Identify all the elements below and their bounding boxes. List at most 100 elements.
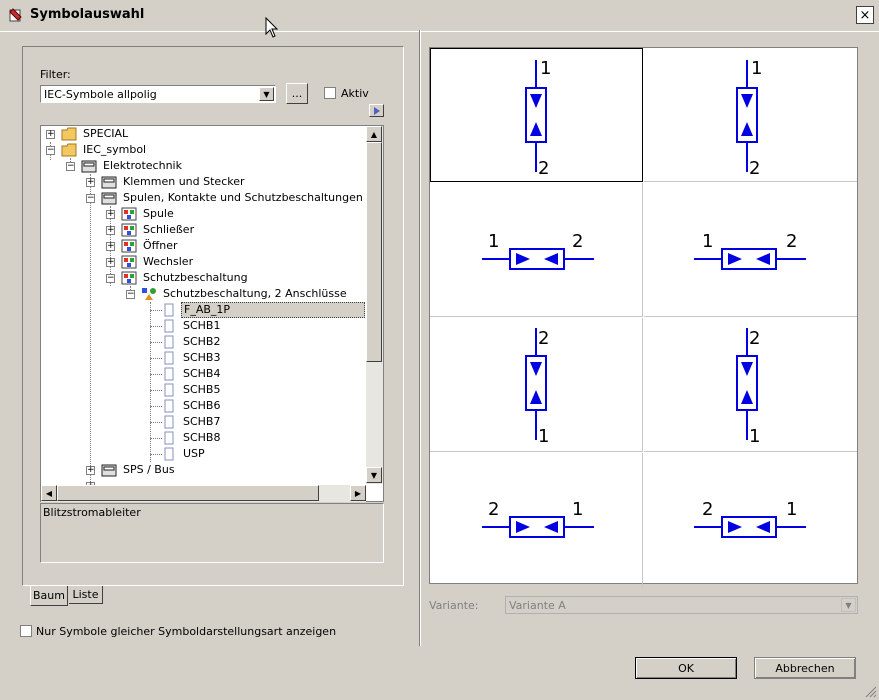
collapse-icon[interactable]: − (86, 193, 95, 203)
tab-liste[interactable]: Liste (69, 586, 103, 604)
surge-arrester-symbol: 1 2 (736, 58, 762, 179)
scroll-thumb[interactable] (57, 485, 319, 501)
close-icon: × (859, 7, 871, 23)
scroll-thumb[interactable] (366, 142, 382, 362)
browse-label: ... (291, 87, 303, 100)
expand-icon[interactable]: + (86, 465, 95, 475)
symbol-group-icon (121, 239, 137, 253)
same-symbol-label: Nur Symbole gleicher Symboldarstellungsa… (36, 625, 337, 638)
surge-arrester-symbol: 2 1 (525, 328, 549, 447)
scroll-right-icon[interactable]: ▶ (350, 485, 366, 501)
description-box: Blitzstromableiter (40, 503, 384, 563)
tree-item-label: Elektrotechnik (103, 159, 182, 172)
expand-icon[interactable]: + (106, 225, 115, 235)
tree-item-oeffner[interactable]: + Öffner (41, 238, 371, 254)
expand-icon[interactable]: + (86, 177, 95, 187)
tree-item-sps-bus[interactable]: + SPS / Bus (41, 462, 371, 478)
tree-item-spule[interactable]: + Spule (41, 206, 371, 222)
tree-item-label: Spulen, Kontakte und Schutzbeschaltungen (123, 191, 363, 204)
browse-button[interactable]: ... (286, 83, 308, 104)
symbol-cell[interactable]: 2 1 (644, 453, 857, 587)
expand-button[interactable] (369, 104, 384, 117)
tree-item-schliesser[interactable]: + Schließer (41, 222, 371, 238)
symbol-cell[interactable]: 1 2 (644, 48, 857, 182)
symbol-cell[interactable]: 1 2 (644, 183, 857, 317)
aktiv-checkbox[interactable] (324, 87, 336, 99)
symbol-icon (164, 447, 174, 461)
expand-icon[interactable]: + (106, 241, 115, 251)
terminal-label-b: 2 (786, 231, 797, 252)
symbol-icon (164, 431, 174, 445)
symbol-icon (164, 367, 174, 381)
filter-combo[interactable]: IEC-Symbole allpolig ▼ (40, 85, 276, 103)
terminal-label-a: 1 (488, 231, 499, 252)
tree-item-schb5[interactable]: SCHB5 (41, 382, 371, 398)
terminal-label-a: 2 (538, 328, 549, 349)
ok-button[interactable]: OK (635, 657, 737, 679)
scroll-up-icon[interactable]: ▲ (366, 126, 382, 142)
tree-item-label: SCHB4 (183, 367, 221, 380)
tree-item-label: SCHB8 (183, 431, 221, 444)
tree-item-schb7[interactable]: SCHB7 (41, 414, 371, 430)
tree-item-schb8[interactable]: SCHB8 (41, 430, 371, 446)
tree-item-label: Spule (143, 207, 174, 220)
collapse-icon[interactable]: − (46, 145, 55, 155)
tree-item-label: Öffner (143, 239, 178, 252)
expand-icon[interactable]: + (46, 129, 55, 139)
expand-icon[interactable]: + (106, 209, 115, 219)
symbol-icon (164, 335, 174, 349)
cabinet-icon (101, 464, 117, 477)
scroll-left-icon[interactable]: ◀ (41, 485, 57, 501)
terminal-label-a: 2 (702, 499, 713, 520)
tree-item-schutzbeschaltung-2[interactable]: − Schutzbeschaltung, 2 Anschlüsse (41, 286, 371, 302)
close-button[interactable]: × (856, 6, 874, 24)
tree-item-schb4[interactable]: SCHB4 (41, 366, 371, 382)
tree-item-elektrotechnik[interactable]: − Elektrotechnik (41, 158, 371, 174)
scroll-down-icon[interactable]: ▼ (366, 467, 382, 483)
tree-item-usp[interactable]: USP (41, 446, 371, 462)
tree-item-klemmen[interactable]: + Klemmen und Stecker (41, 174, 371, 190)
terminal-label-b: 2 (749, 158, 760, 179)
chevron-down-icon[interactable]: ▼ (841, 598, 856, 612)
tree-vertical-scrollbar[interactable]: ▲ ▼ (366, 126, 383, 484)
shapes-icon (142, 288, 156, 300)
collapse-icon[interactable]: − (126, 289, 135, 299)
chevron-down-icon[interactable]: ▼ (259, 87, 274, 101)
expand-icon[interactable]: + (106, 257, 115, 267)
symbol-group-icon (121, 255, 137, 269)
tree-item-label: Wechsler (143, 255, 194, 268)
tree-item-iec-symbol[interactable]: − IEC_symbol (41, 142, 371, 158)
same-symbol-checkbox[interactable] (20, 625, 32, 637)
tree-item-schutzbeschaltung[interactable]: − Schutzbeschaltung (41, 270, 371, 286)
collapse-icon[interactable]: − (66, 161, 75, 171)
symbol-cell[interactable]: 2 1 (644, 318, 857, 452)
left-panel (22, 46, 404, 586)
tree-item-f-ab-1p[interactable]: F_AB_1P (41, 302, 371, 318)
symbol-cell[interactable]: 2 1 (430, 318, 643, 452)
tree-item-schb1[interactable]: SCHB1 (41, 318, 371, 334)
tree-item-label: SPS / Bus (123, 463, 175, 476)
symbol-cell[interactable]: 1 2 (430, 183, 643, 317)
cabinet-icon (101, 192, 117, 205)
tree-horizontal-scrollbar[interactable]: ◀ ▶ (41, 485, 366, 502)
tree-item-label: SCHB2 (183, 335, 221, 348)
collapse-icon[interactable]: − (106, 273, 115, 283)
resize-grip-icon[interactable] (865, 686, 877, 698)
symbol-cell[interactable]: 1 2 (430, 48, 643, 182)
variant-combo[interactable]: Variante A ▼ (505, 596, 858, 614)
filter-value: IEC-Symbole allpolig (44, 88, 157, 101)
tree-item-label: SCHB7 (183, 415, 221, 428)
tab-baum[interactable]: Baum (30, 586, 68, 606)
symbol-cell[interactable]: 2 1 (430, 453, 643, 587)
tree-item-spulen-kontakte[interactable]: − Spulen, Kontakte und Schutzbeschaltung… (41, 190, 371, 206)
tree-item-schb6[interactable]: SCHB6 (41, 398, 371, 414)
tree-item-schb3[interactable]: SCHB3 (41, 350, 371, 366)
symbol-tree[interactable]: + SPECIAL − IEC_symbol − Elektrotechnik … (40, 125, 384, 502)
tree-item-label: SCHB3 (183, 351, 221, 364)
tree-item-schb2[interactable]: SCHB2 (41, 334, 371, 350)
tree-item-label: IEC_symbol (83, 143, 147, 156)
tree-item-special[interactable]: + SPECIAL (41, 126, 371, 142)
cancel-button[interactable]: Abbrechen (754, 657, 856, 679)
surge-arrester-symbol: 1 2 (525, 58, 551, 179)
tree-item-wechsler[interactable]: + Wechsler (41, 254, 371, 270)
